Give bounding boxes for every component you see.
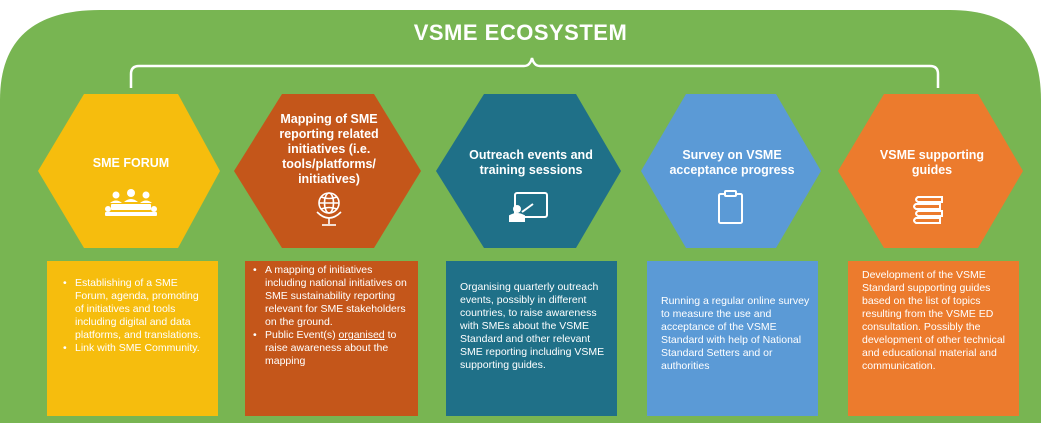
people-meeting-icon: [105, 189, 157, 216]
outreach-description: Organising quarterly outreach events, po…: [460, 281, 605, 371]
hexagon-label-guides: VSME supporting guides: [879, 148, 985, 177]
mapping-bullet-2: Public Event(s) organised to raise aware…: [253, 329, 412, 368]
box-mapping: A mapping of initiatives including natio…: [245, 261, 418, 416]
mapping-bullet-2-text: Public Event(s) organised to raise aware…: [265, 329, 397, 367]
hexagon-guides: [838, 94, 1023, 248]
box-survey-bg: [647, 261, 818, 416]
mapping-bullet-list: A mapping of initiatives including natio…: [253, 264, 412, 368]
diagram-title: VSME ECOSYSTEM: [413, 20, 628, 45]
mapping-bullet-1: A mapping of initiatives including natio…: [253, 264, 412, 329]
survey-description: Running a regular online survey to measu…: [661, 295, 810, 372]
organised-underlined-word: organised: [338, 329, 385, 341]
hexagon-label-mapping: Mapping of SME reporting related initiat…: [279, 111, 379, 186]
hexagon-mapping: [234, 94, 421, 248]
box-guides: Development of the VSME Standard support…: [848, 261, 1019, 416]
hexagon-label-sme-forum: SME FORUM: [92, 155, 170, 170]
box-sme-forum: Establishing of a SME Forum, agenda, pro…: [47, 261, 218, 416]
guides-description: Development of the VSME Standard support…: [862, 269, 1006, 372]
hexagon-sme-forum: [38, 94, 220, 248]
sme-forum-bullet-2: Link with SME Community.: [63, 342, 208, 355]
bracket-connector: [129, 57, 940, 88]
hexagon-label-survey: Survey on VSME acceptance progress: [669, 148, 795, 177]
box-outreach: Organising quarterly outreach events, po…: [446, 261, 617, 416]
clipboard-icon: [718, 190, 743, 224]
sme-forum-bullet-1: Establishing of a SME Forum, agenda, pro…: [63, 277, 208, 342]
hexagon-survey: [641, 94, 821, 248]
hexagon-label-outreach: Outreach events and training sessions: [469, 148, 593, 177]
box-survey: Running a regular online survey to measu…: [647, 261, 818, 416]
books-icon: [913, 196, 943, 224]
box-guides-bg: [848, 261, 1019, 416]
hexagon-outreach: [436, 94, 621, 248]
box-outreach-bg: [446, 261, 617, 416]
globe-icon: [316, 192, 342, 226]
presenter-icon: [509, 192, 548, 222]
sme-forum-bullet-list: Establishing of a SME Forum, agenda, pro…: [63, 277, 208, 355]
